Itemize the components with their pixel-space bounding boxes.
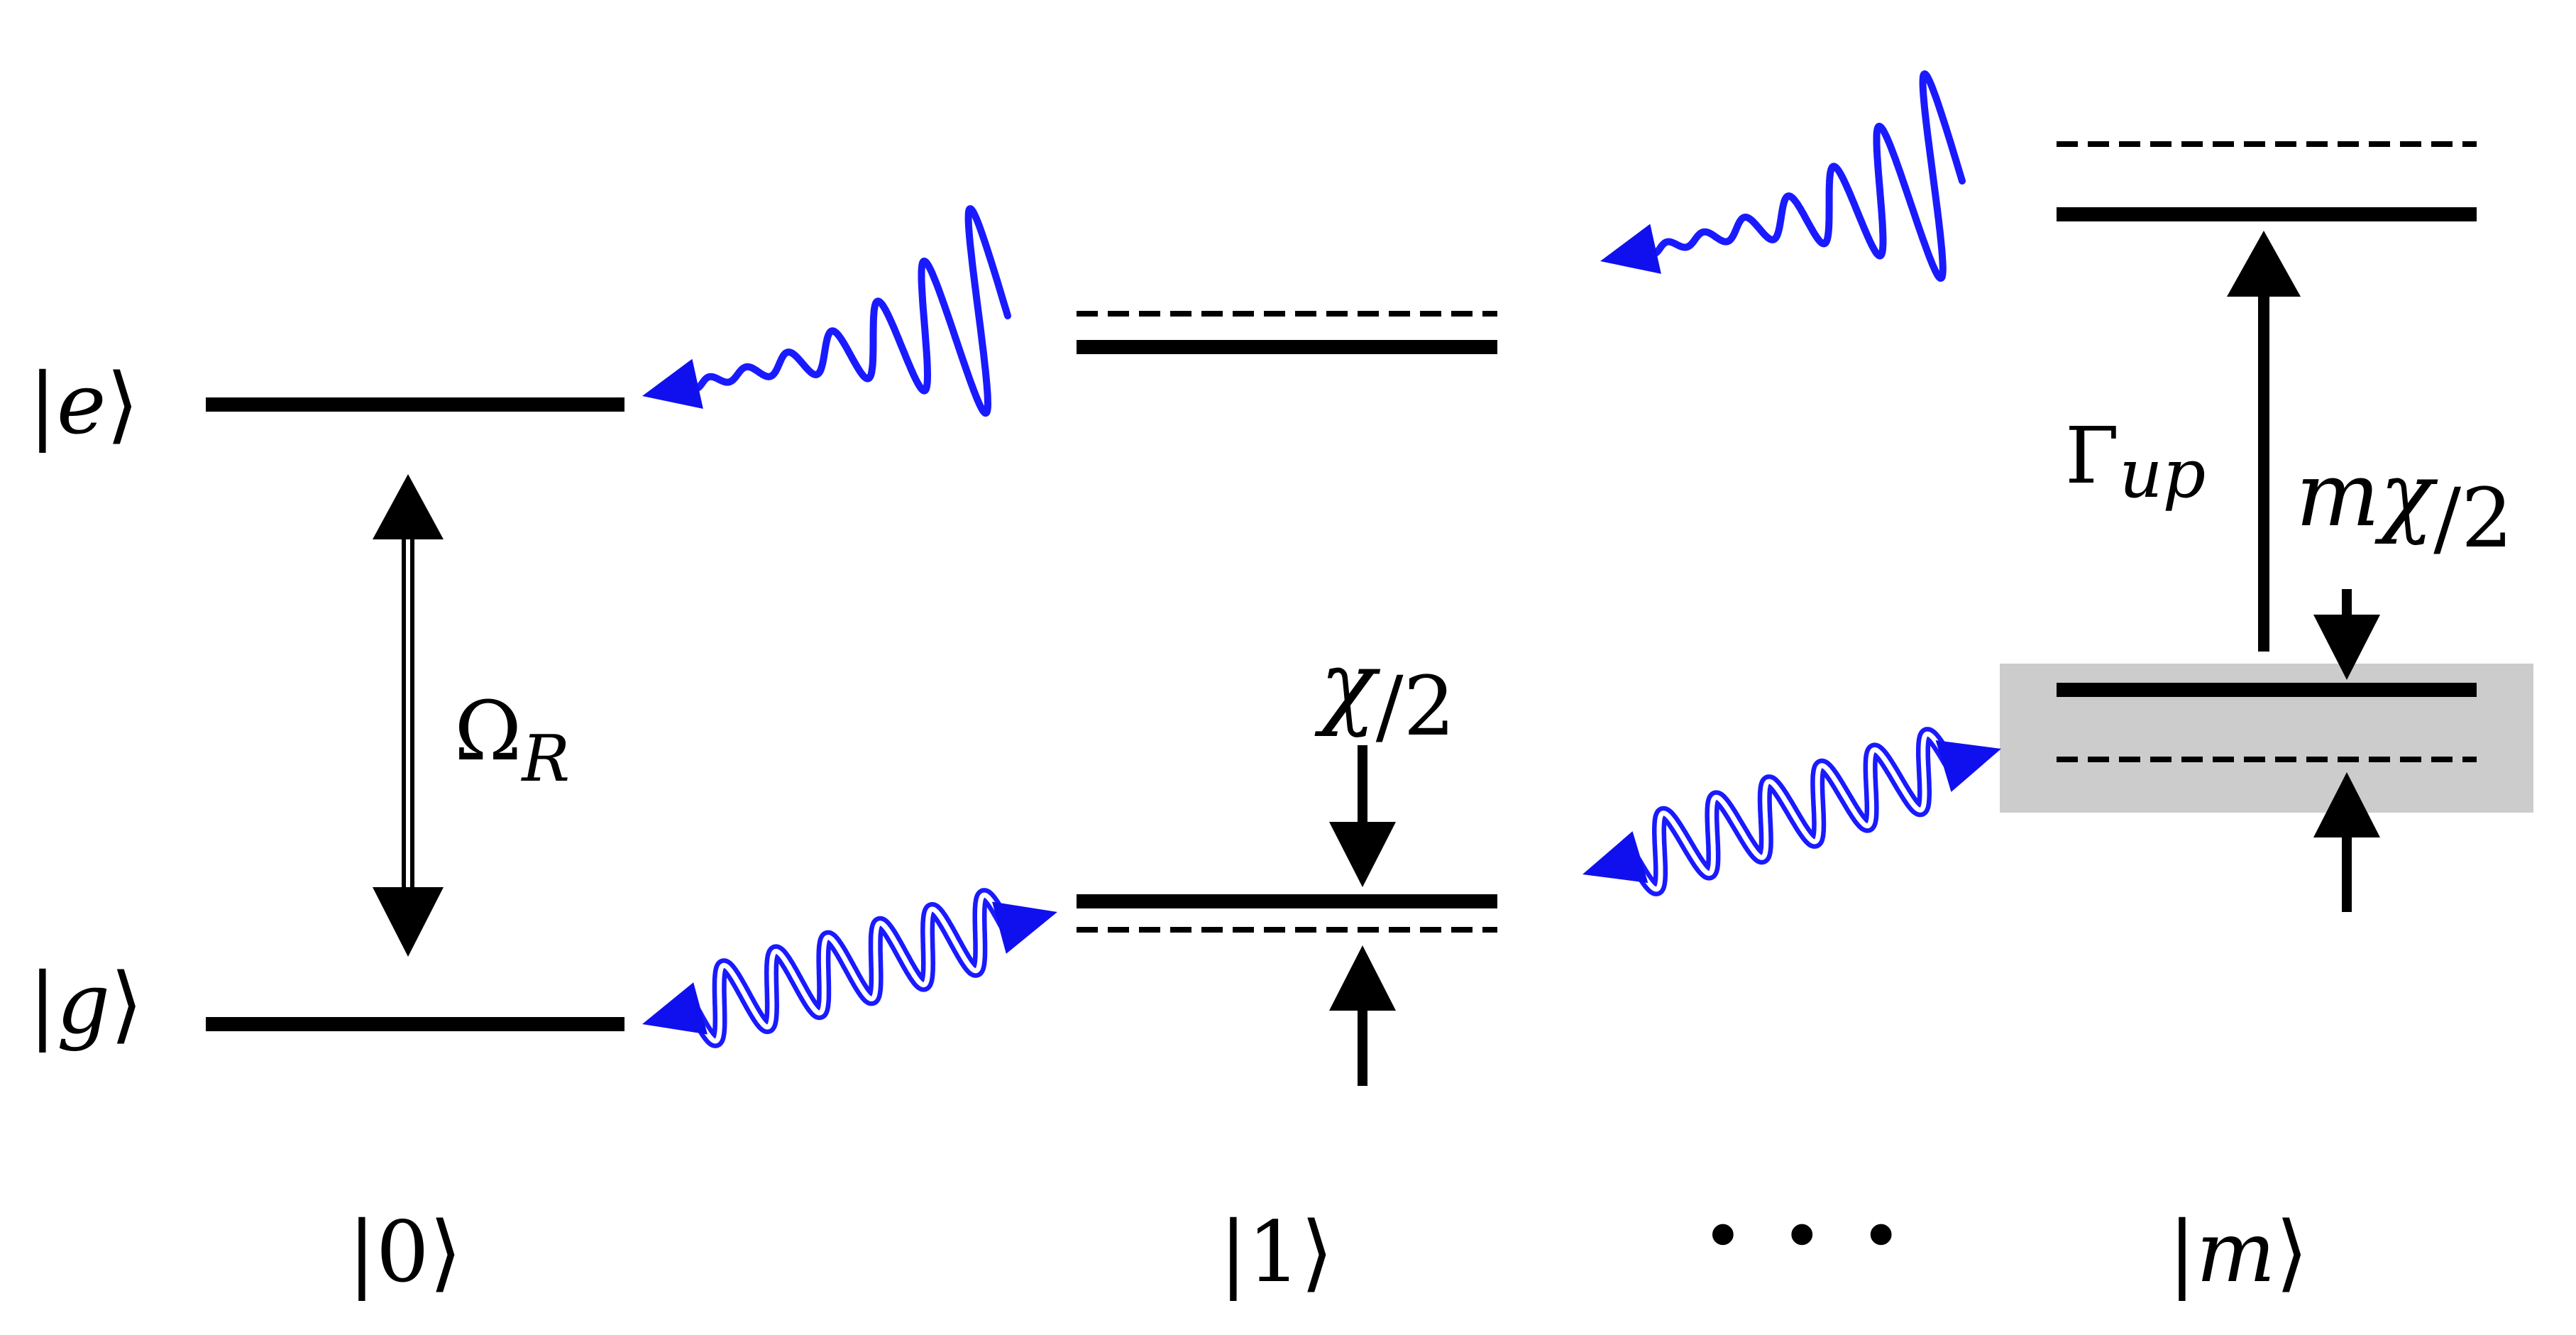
rabi-arrow-icon bbox=[373, 474, 444, 957]
photon-emission-wave-icon-1 bbox=[687, 205, 1011, 417]
manifold-0-label: |0⟩ bbox=[348, 1203, 462, 1301]
photon-exchange-wave-icon-1-head-a bbox=[642, 982, 708, 1035]
chi-half-label: χ/2 bbox=[1314, 631, 1455, 754]
photon-emission-wave-icon-1-head bbox=[642, 358, 703, 410]
photon-emission-wave-icon-2 bbox=[1645, 70, 1966, 282]
photon-exchange-wave-icon-2-inner bbox=[1631, 731, 1953, 892]
photon-exchange-wave-icon-2-head-b bbox=[1935, 740, 2001, 792]
manifold-1-label: |1⟩ bbox=[1219, 1203, 1333, 1301]
rabi-label: ΩR bbox=[454, 684, 570, 796]
photon-exchange-wave-icon-1-head-b bbox=[992, 901, 1057, 954]
gamma-up-arrow-icon bbox=[2227, 231, 2301, 652]
m-shift-arrow-up-icon bbox=[2313, 772, 2380, 912]
shift-arrow-up-icon bbox=[1329, 945, 1396, 1086]
m-chi-half-label: mχ/2 bbox=[2296, 444, 2513, 566]
ellipsis-label: · · · bbox=[1703, 1168, 1901, 1301]
photon-exchange-wave-icon-1-inner bbox=[690, 892, 1009, 1044]
ket-e-label: |e⟩ bbox=[28, 355, 139, 453]
gamma-up-label: Γup bbox=[2065, 410, 2206, 513]
m-shift-arrow-down-icon bbox=[2313, 589, 2380, 680]
shift-arrow-down-icon bbox=[1329, 745, 1396, 887]
ket-g-label: |g⟩ bbox=[28, 955, 143, 1053]
photon-emission-wave-icon-2-head bbox=[1600, 224, 1661, 274]
manifold-m-label: |m⟩ bbox=[2168, 1203, 2308, 1301]
photon-waves bbox=[642, 70, 2001, 1048]
photon-exchange-wave-icon-2-head-a bbox=[1583, 831, 1648, 883]
